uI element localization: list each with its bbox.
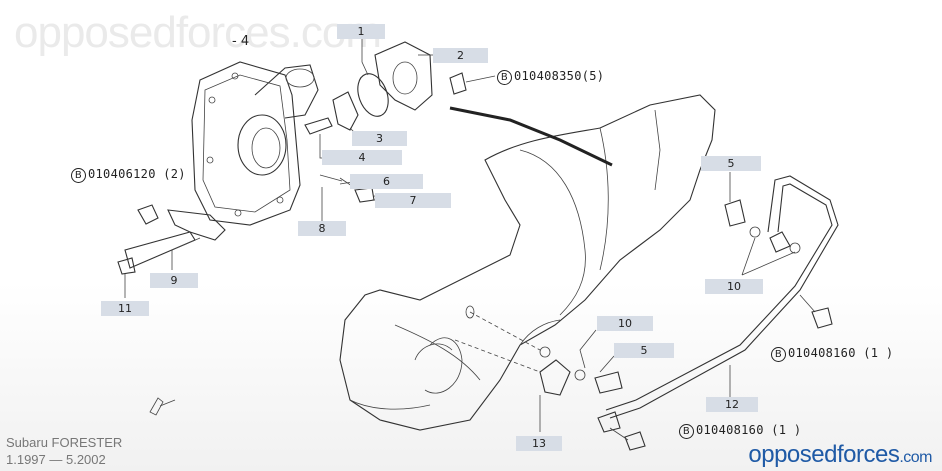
transmission-body	[339, 94, 716, 431]
part-4-leader-label: - 4	[232, 34, 250, 49]
seal-parts	[304, 41, 496, 203]
callout-11: 11	[101, 301, 149, 316]
union-bolt-parts	[454, 311, 623, 396]
bolt-code: 010408350(5)	[514, 69, 605, 83]
bolt-code: 010408160 (1 )	[696, 423, 802, 437]
brand-part-3: .com	[899, 449, 932, 466]
vehicle-years: 1.1997 — 5.2002	[6, 452, 106, 467]
vehicle-info: Subaru FORESTER 1.1997 — 5.2002	[6, 434, 122, 468]
callout-8: 8	[298, 221, 346, 236]
bolt-b-symbol: B	[679, 424, 694, 439]
callout-7: 7	[375, 193, 451, 208]
callout-5-lower: 5	[614, 343, 674, 358]
callout-9: 9	[150, 273, 198, 288]
callout-4: 4	[322, 150, 402, 165]
bolt-b-symbol: B	[771, 347, 786, 362]
callout-10-right: 10	[705, 279, 763, 294]
brand-part-2: forces	[836, 441, 900, 468]
bolt-code: 010408160 (1 )	[788, 346, 894, 360]
callout-5-top: 5	[701, 156, 761, 171]
callout-3: 3	[352, 131, 407, 146]
bolt-code: 010406120 (2)	[88, 167, 186, 181]
bolt-b-symbol: B	[71, 168, 86, 183]
callout-1: 1	[337, 24, 385, 39]
vehicle-model: Subaru FORESTER	[6, 435, 123, 450]
sketch-mark	[149, 397, 176, 416]
watermark: opposedforces.com	[14, 8, 382, 57]
brand-part-1: opposed	[748, 441, 837, 468]
selector-arm	[117, 204, 226, 275]
callout-12: 12	[706, 397, 758, 412]
bolt-b-symbol: B	[497, 70, 512, 85]
pipe-assembly	[597, 175, 839, 451]
callout-13: 13	[516, 436, 562, 451]
callout-10-lower: 10	[597, 316, 653, 331]
callout-6: 6	[350, 174, 423, 189]
extension-housing	[191, 61, 319, 226]
brand-logo[interactable]: opposedforces.com	[748, 441, 932, 469]
callout-2: 2	[433, 48, 488, 63]
